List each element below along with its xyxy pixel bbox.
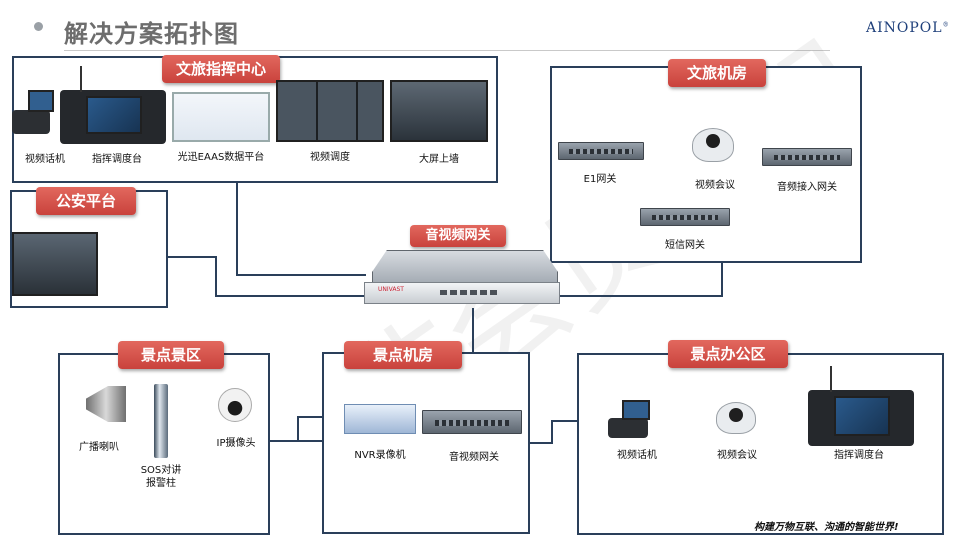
ethernet-port-icon [490,290,497,295]
video-phone-icon [12,110,50,134]
dispatch-console-screen-icon [86,96,142,134]
ip-camera-icon [218,388,252,422]
device-label: 视频会议 [717,450,757,461]
device-label: 视频话机 [25,154,65,165]
device-label: IP摄像头 [216,438,256,449]
device-label: SOS对讲 报警柱 [140,465,182,489]
wire-area-link [297,416,299,442]
group-machine-room-title: 文旅机房 [668,59,766,87]
wire-gateway-to-room [560,295,722,297]
ethernet-port-icon [460,290,467,295]
device-label: 短信网关 [665,240,705,251]
device-label: NVR录像机 [354,450,406,461]
title-bullet [34,22,43,31]
brand-logo: AINOPOL® [866,20,950,36]
conference-camera-lens-icon [729,408,743,422]
microphone-icon [80,66,82,92]
video-phone-screen-icon [28,90,54,112]
scenic-gateway-icon [422,410,522,434]
slogan: 构建万物互联、沟通的智能世界! [754,522,899,533]
audio-gateway-icon [762,148,852,166]
ethernet-port-icon [470,290,477,295]
central-gateway-title: 音视频网关 [410,225,506,247]
police-video-wall-icon [12,232,98,296]
wire-area-to-room [270,440,322,442]
group-scenic-room-title: 景点机房 [344,341,462,369]
ethernet-port-icon [440,290,447,295]
device-label: 视频调度 [310,152,350,163]
e1-gateway-icon [558,142,644,160]
wire-office-in [551,420,577,422]
group-scenic-office-title: 景点办公区 [668,340,788,368]
registered-mark: ® [942,21,950,29]
device-label: 指挥调度台 [92,154,142,165]
video-phone-icon [608,418,648,438]
video-phone-screen-icon [622,400,650,420]
page-title: 解决方案拓扑图 [64,20,239,48]
group-scenic-room [322,352,530,534]
ethernet-port-icon [450,290,457,295]
device-label: E1网关 [583,174,617,185]
microphone-icon [830,366,832,392]
wire-police-down [215,256,217,296]
video-dispatch-screen-icon [276,80,384,142]
wire-command-down [236,183,238,275]
device-label: 音频接入网关 [777,182,837,193]
group-police-title: 公安平台 [36,187,136,215]
device-label: 光迅EAAS数据平台 [177,152,265,163]
sos-pillar-icon [154,384,168,458]
wire-area-to-room-top [297,416,322,418]
device-label: 视频话机 [617,450,657,461]
device-label: 音视频网关 [449,452,499,463]
device-label: 广播喇叭 [79,442,119,453]
sms-gateway-icon [640,208,730,226]
wire-office-link [551,420,553,444]
wire-police-to-gateway [215,295,365,297]
wire-room-down [721,263,723,297]
device-label: 视频会议 [695,180,735,191]
wire-command-to-gateway [236,274,366,276]
ethernet-port-icon [480,290,487,295]
group-command-center-title: 文旅指挥中心 [162,55,280,83]
conference-camera-lens-icon [706,134,720,148]
wire-gateway-to-scenic-room [472,308,474,352]
wire-room-to-office [530,442,552,444]
group-scenic-area-title: 景点景区 [118,341,224,369]
video-wall-icon [390,80,488,142]
data-platform-screen-icon [172,92,270,142]
brand-logo-text: AINOPOL [866,20,943,36]
title-divider [64,50,830,51]
device-label: 指挥调度台 [834,450,884,461]
gateway-brand: UNIVAST [378,286,404,293]
nvr-recorder-icon [344,404,416,434]
wire-police-out [168,256,216,258]
dispatch-console-screen-icon [834,396,890,436]
device-label: 大屏上墙 [419,154,459,165]
